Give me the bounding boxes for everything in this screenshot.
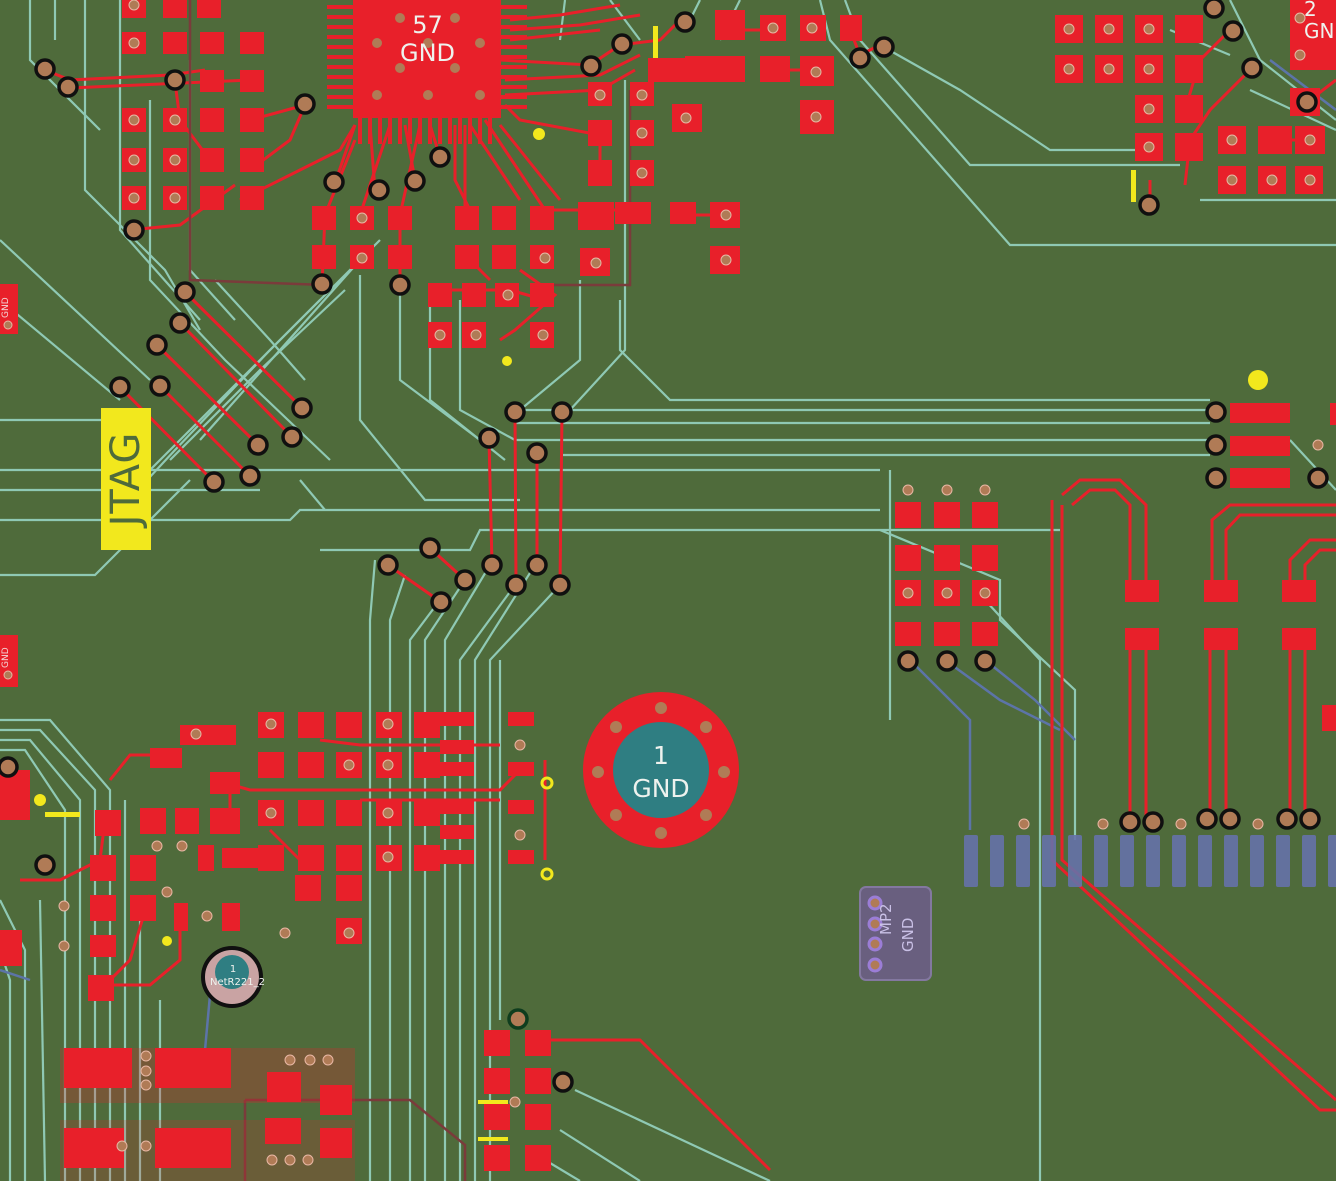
jtag-label: JTAG	[103, 431, 149, 527]
test-point[interactable]	[201, 946, 263, 1008]
qfn-chip-top[interactable]	[327, 0, 527, 144]
silkscreen-marks	[34, 26, 1268, 1141]
mp2-component[interactable]	[859, 886, 932, 981]
mp2-ref-label: MP2	[877, 903, 895, 935]
bottom-layer-traces	[0, 59, 1336, 1051]
mp2-net-label: GND	[899, 917, 917, 952]
jtag-silkscreen: JTAG	[101, 408, 151, 550]
left-edge-net-label-mid: GND	[1, 647, 11, 668]
keepout-zone-2	[60, 1120, 355, 1181]
vias[interactable]	[0, 0, 1329, 1093]
pad-holes	[3, 0, 1324, 1166]
left-edge-net-label-top: GND	[1, 297, 11, 318]
edge-connector[interactable]	[964, 835, 1336, 887]
mounting-hole[interactable]	[583, 692, 739, 848]
